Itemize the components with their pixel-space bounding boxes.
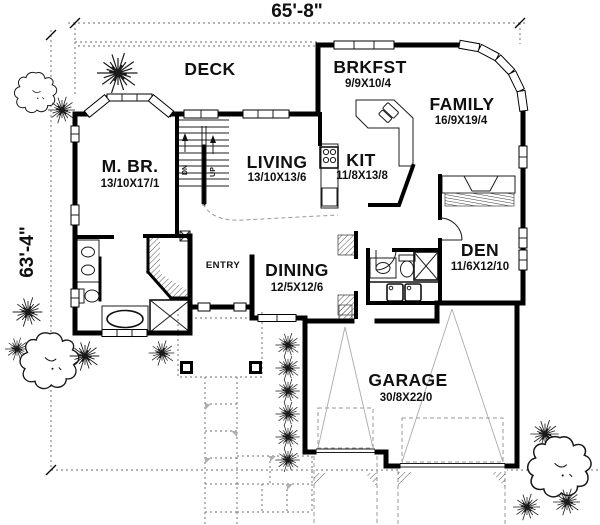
room-dims-den: 11/6X12/10 (451, 261, 509, 273)
bush-icon (275, 447, 301, 473)
entry-sidelight (233, 302, 247, 312)
entry-porch (177, 309, 263, 378)
stair-up-label: UP (210, 167, 217, 177)
room-label-family: FAMILY (430, 94, 495, 114)
room-dims-living: 13/10X13/6 (248, 172, 307, 184)
entry-sidelight (197, 302, 211, 312)
den-door (439, 217, 463, 241)
room-label-deck: DECK (184, 59, 235, 79)
room-dims-dining: 12/5X12/6 (271, 282, 323, 294)
fireplace (441, 175, 516, 207)
deck-outline (74, 41, 318, 96)
bay-window-band (106, 93, 153, 102)
labels: 65'-8" 63'-4" DECK BRKFST 9/9X10/4 FAMIL… (17, 1, 509, 404)
room-label-brkfst: BRKFST (333, 57, 406, 77)
kitchen-sink (378, 102, 399, 123)
room-dims-family: 16/9X19/4 (435, 115, 488, 127)
tree-icon (526, 435, 592, 498)
overall-depth-dimension: 63'-4" (17, 226, 38, 278)
room-label-living: LIVING (247, 152, 308, 172)
kitchen-fixtures (319, 99, 414, 209)
room-dims-garage: 30/8X22/0 (380, 392, 432, 404)
bush-icon (275, 355, 301, 381)
hearth (444, 192, 515, 207)
walk-in-closet (149, 230, 191, 298)
room-label-mbr: M. BR. (102, 156, 159, 176)
overall-width-dimension: 65'-8" (271, 1, 323, 22)
garage-steps-and-niches (337, 234, 357, 321)
bush-icon (96, 52, 139, 94)
refrigerator (321, 187, 338, 207)
staircase (179, 119, 339, 221)
bush-icon (512, 493, 541, 521)
bush-icon (275, 401, 301, 427)
tree-icon (19, 332, 80, 390)
tree-icon (13, 71, 58, 114)
hall-bath-fixtures (368, 249, 440, 302)
toilet-tank (398, 254, 416, 262)
interior-walls (73, 112, 442, 319)
room-dims-mbr: 13/10X17/1 (101, 178, 160, 190)
room-label-entry: ENTRY (206, 260, 241, 271)
vanity (76, 239, 100, 283)
toilet (400, 260, 414, 278)
room-dims-brkfst: 9/9X10/4 (345, 78, 392, 90)
bush-icon (275, 424, 301, 450)
room-label-dining: DINING (265, 260, 329, 280)
niche (337, 234, 357, 256)
garage-doors (314, 308, 507, 471)
bathtub (106, 309, 144, 329)
stair-down-label: DN (182, 165, 189, 175)
range (319, 146, 339, 169)
bush-icon (148, 339, 175, 367)
bush-icon (275, 332, 301, 358)
room-dims-kit: 11/8X13/8 (336, 170, 388, 182)
bath-vanity (369, 257, 397, 279)
walkway (204, 377, 313, 525)
bush-icon (12, 296, 43, 328)
room-label-den: DEN (461, 240, 499, 260)
room-label-kit: KIT (346, 150, 375, 170)
windows (70, 39, 529, 337)
room-label-garage: GARAGE (368, 370, 447, 390)
bush-icon (275, 378, 301, 404)
niche (337, 294, 357, 316)
